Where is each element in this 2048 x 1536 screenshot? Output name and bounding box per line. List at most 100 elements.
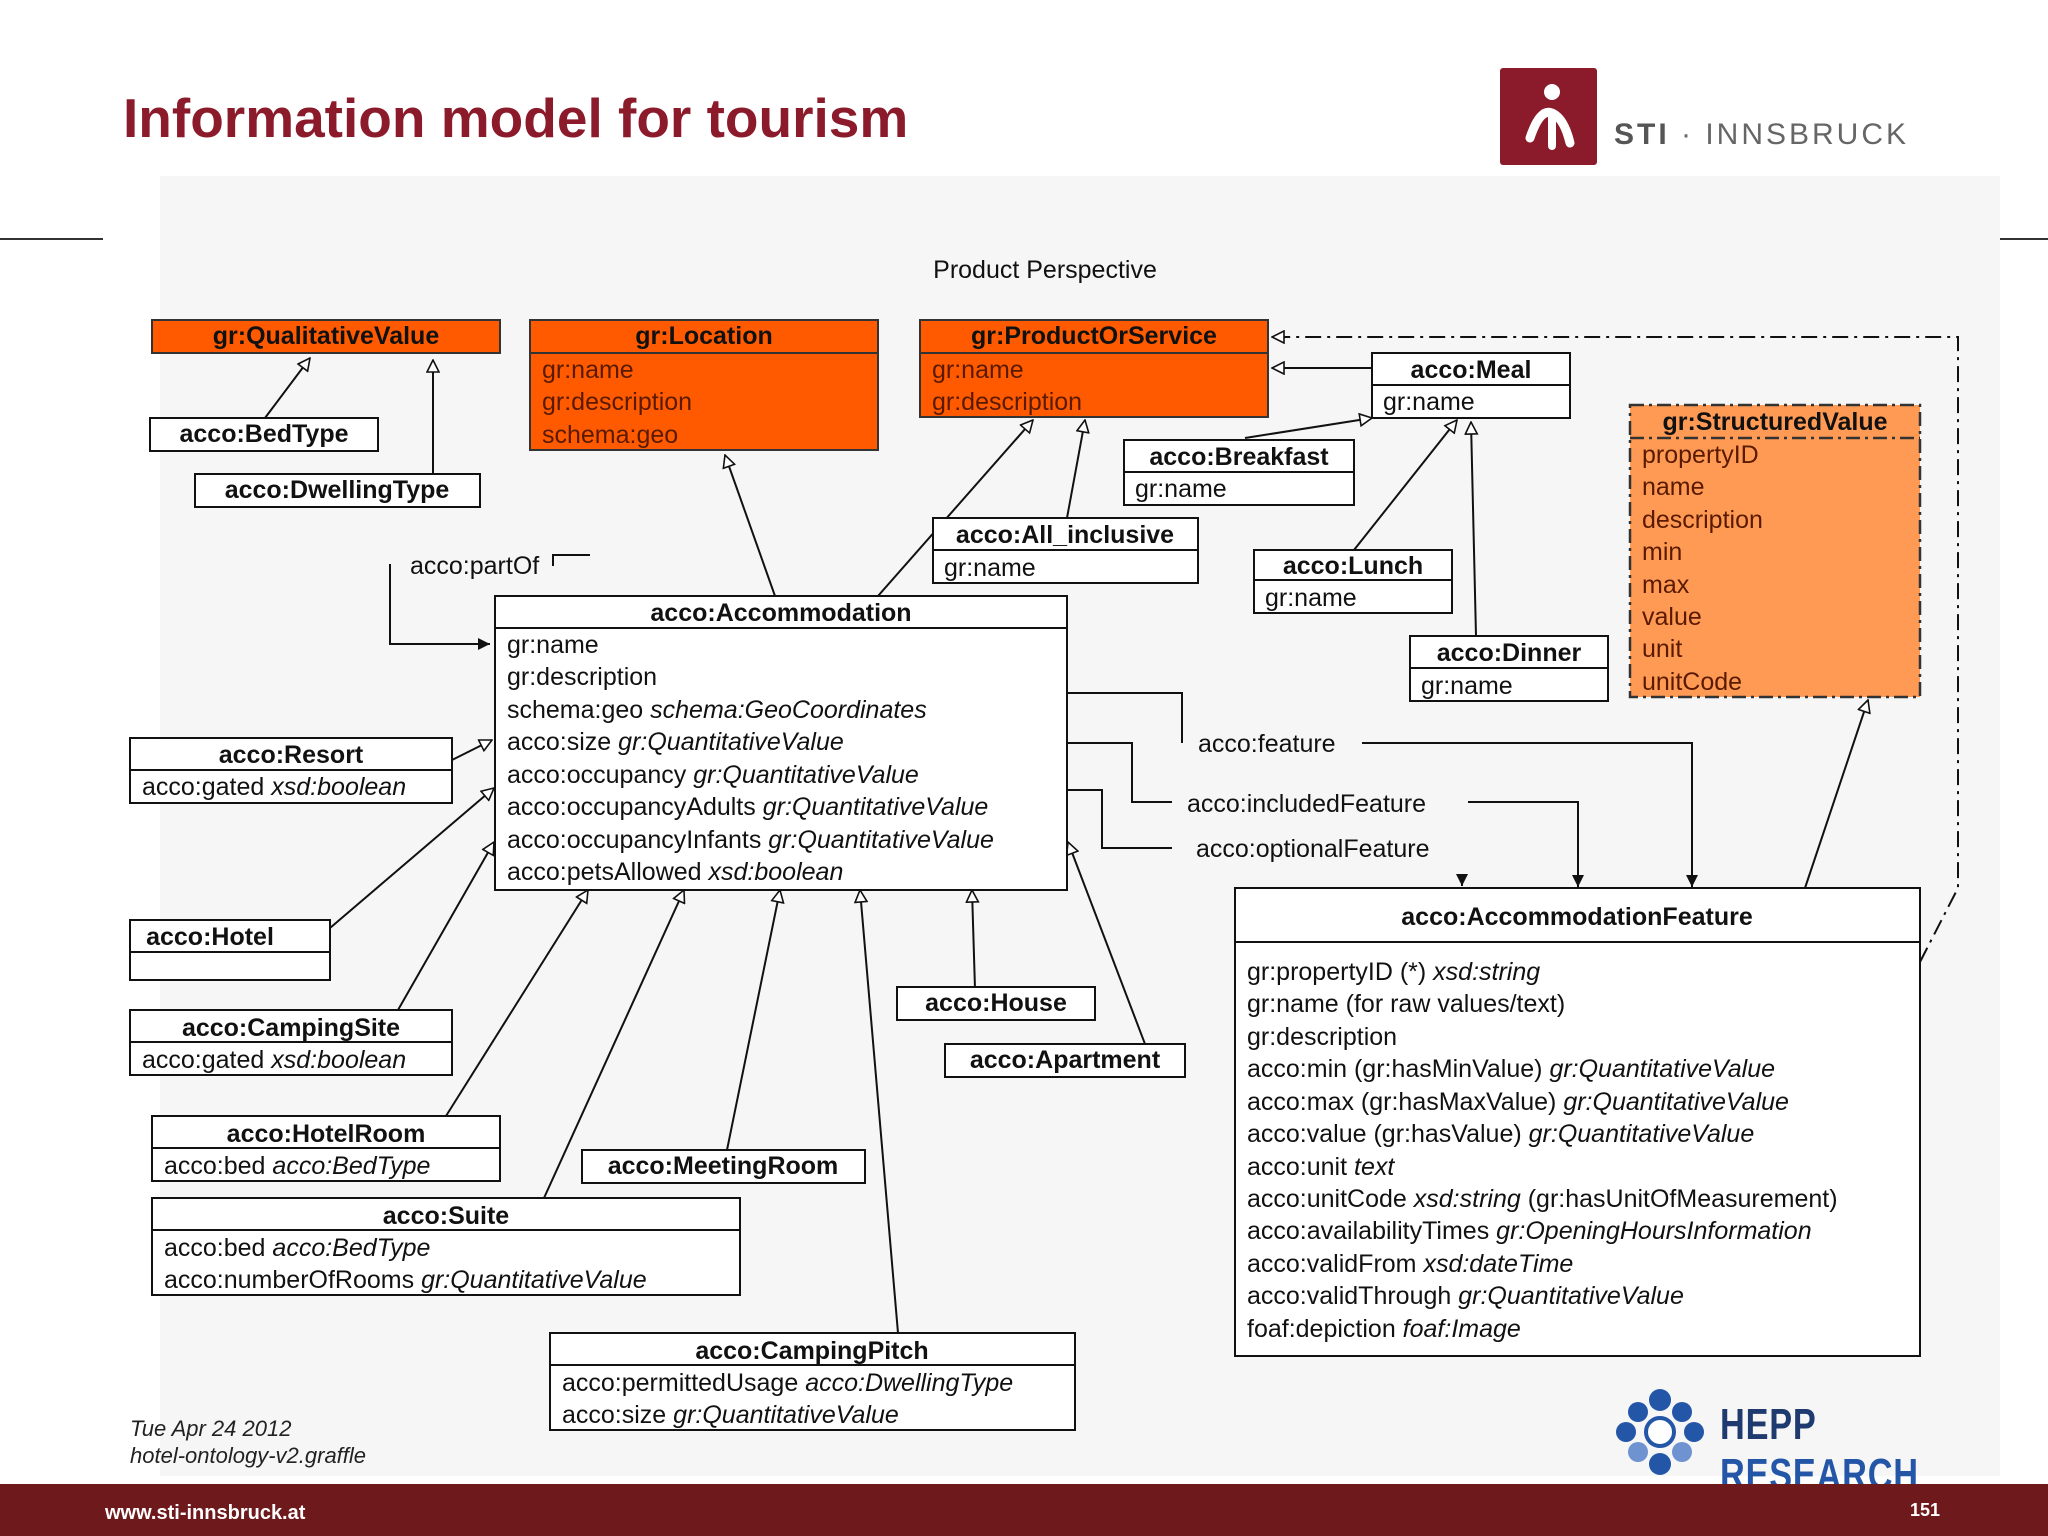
svg-text:acco:Suite: acco:Suite: [383, 1202, 510, 1230]
class-hotel: acco:Hotel: [129, 919, 331, 981]
partof-loop-right: [552, 554, 590, 566]
class-breakfast: acco:Breakfast gr:name: [1123, 439, 1355, 506]
svg-text:min: min: [1642, 538, 1682, 566]
svg-text:acco:unitCode xsd:string (gr:h: acco:unitCode xsd:string (gr:hasUnitOfMe…: [1247, 1185, 1838, 1213]
perspective-heading: Product Perspective: [933, 256, 1157, 284]
svg-text:gr:name: gr:name: [1421, 672, 1513, 700]
class-structured-value: gr:StructuredValue propertyID name descr…: [1628, 403, 1922, 699]
svg-text:schema:geo schema:GeoCoordinat: schema:geo schema:GeoCoordinates: [507, 696, 927, 724]
svg-text:acco:validThrough gr:Quantitat: acco:validThrough gr:QuantitativeValue: [1247, 1282, 1684, 1310]
svg-text:acco:HotelRoom: acco:HotelRoom: [227, 1120, 426, 1148]
svg-text:foaf:depiction foaf:Image: foaf:depiction foaf:Image: [1247, 1315, 1521, 1343]
svg-text:gr:name: gr:name: [1383, 388, 1475, 416]
svg-text:gr:name: gr:name: [944, 554, 1036, 582]
page-number: 151: [1910, 1500, 1941, 1520]
svg-text:gr:description: gr:description: [542, 388, 692, 416]
class-location: gr:Location gr:name gr:description schem…: [529, 319, 879, 451]
svg-text:acco:CampingPitch: acco:CampingPitch: [695, 1337, 928, 1365]
svg-text:gr:StructuredValue: gr:StructuredValue: [1662, 408, 1887, 436]
svg-text:acco:Apartment: acco:Apartment: [970, 1046, 1161, 1074]
svg-text:acco:bed acco:BedType: acco:bed acco:BedType: [164, 1234, 430, 1262]
class-house: acco:House: [896, 986, 1096, 1021]
svg-text:acco:bed acco:BedType: acco:bed acco:BedType: [164, 1152, 430, 1180]
accommodation-to-product-arrow: [877, 420, 1033, 597]
svg-text:acco:petsAllowed xsd:boolean: acco:petsAllowed xsd:boolean: [507, 858, 843, 886]
sti-logo-text: STI · INNSBRUCK: [1614, 118, 1910, 151]
svg-text:gr:Location: gr:Location: [635, 322, 773, 350]
class-camping-pitch: acco:CampingPitch acco:permittedUsage ac…: [549, 1332, 1076, 1431]
partof-label: acco:partOf: [410, 552, 539, 580]
svg-text:acco:validFrom xsd:dateTime: acco:validFrom xsd:dateTime: [1247, 1250, 1573, 1278]
campingpitch-to-accommodation-arrow: [860, 890, 899, 1334]
class-product-or-service: gr:ProductOrService gr:name gr:descripti…: [919, 319, 1269, 418]
hepp-research-logo-icon: [1616, 1389, 1704, 1475]
svg-text:acco:min (gr:hasMinValue) gr:Q: acco:min (gr:hasMinValue) gr:Quantitativ…: [1247, 1055, 1775, 1083]
left-divider: [0, 238, 103, 240]
svg-text:acco:Breakfast: acco:Breakfast: [1149, 443, 1329, 471]
svg-text:gr:name: gr:name: [507, 631, 599, 659]
feature-assoc-line-a: [1067, 692, 1183, 743]
svg-text:gr:name: gr:name: [932, 356, 1024, 384]
optional-assoc-line-a: [1067, 789, 1172, 849]
svg-text:acco:unit text: acco:unit text: [1247, 1153, 1395, 1181]
class-apartment: acco:Apartment: [944, 1043, 1186, 1078]
meetingroom-to-accommodation-arrow: [726, 890, 780, 1151]
svg-text:acco:availabilityTimes gr:Open: acco:availabilityTimes gr:OpeningHoursIn…: [1247, 1217, 1812, 1245]
class-meal: acco:Meal gr:name: [1371, 352, 1571, 419]
relation-lines: [264, 337, 1959, 1334]
svg-text:value: value: [1642, 603, 1702, 631]
class-camping-site: acco:CampingSite acco:gated xsd:boolean: [129, 1009, 453, 1076]
svg-text:acco:occupancyAdults gr:Quanti: acco:occupancyAdults gr:QuantitativeValu…: [507, 793, 988, 821]
class-accommodation: acco:Accommodation gr:name gr:descriptio…: [494, 595, 1068, 891]
class-accommodation-feature: acco:AccommodationFeature gr:propertyID …: [1234, 887, 1921, 1357]
svg-text:gr:ProductOrService: gr:ProductOrService: [971, 322, 1217, 350]
svg-text:acco:Meal: acco:Meal: [1411, 356, 1532, 384]
svg-text:acco:Dinner: acco:Dinner: [1437, 639, 1582, 667]
dinner-to-meal-arrow: [1471, 422, 1476, 637]
svg-text:acco:numberOfRooms gr:Quantita: acco:numberOfRooms gr:QuantitativeValue: [164, 1266, 647, 1294]
svg-text:gr:name: gr:name: [1265, 584, 1357, 612]
svg-text:acco:BedType: acco:BedType: [179, 420, 348, 448]
class-dwelling-type: acco:DwellingType: [194, 473, 481, 508]
class-lunch: acco:Lunch gr:name: [1253, 549, 1453, 614]
class-qualitative-value: gr:QualitativeValue: [151, 319, 501, 354]
right-divider: [1980, 238, 2048, 240]
uml-diagram: Product Perspective acco:partOf acco:fe: [129, 256, 1959, 1475]
hotel-to-accommodation-arrow: [329, 788, 494, 929]
included-feature-label: acco:includedFeature: [1187, 790, 1426, 818]
partof-loop-arrow: [389, 564, 490, 650]
svg-text:acco:Lunch: acco:Lunch: [1283, 552, 1423, 580]
svg-text:acco:occupancy gr:Quantitative: acco:occupancy gr:QuantitativeValue: [507, 761, 919, 789]
svg-text:acco:max (gr:hasMaxValue) gr:Q: acco:max (gr:hasMaxValue) gr:Quantitativ…: [1247, 1088, 1789, 1116]
svg-text:propertyID: propertyID: [1642, 441, 1759, 469]
svg-text:gr:name (for raw values/text): gr:name (for raw values/text): [1247, 990, 1565, 1018]
footer-url[interactable]: www.sti-innsbruck.at: [105, 1502, 306, 1524]
svg-text:acco:gated xsd:boolean: acco:gated xsd:boolean: [142, 1046, 406, 1074]
suite-to-accommodation-arrow: [543, 890, 684, 1199]
slide-title: Information model for tourism: [123, 87, 909, 149]
svg-text:acco:CampingSite: acco:CampingSite: [182, 1014, 400, 1042]
svg-text:acco:occupancyInfants gr:Quant: acco:occupancyInfants gr:QuantitativeVal…: [507, 826, 994, 854]
apartment-to-accommodation-arrow: [1068, 842, 1146, 1045]
svg-text:acco:Accommodation: acco:Accommodation: [650, 599, 911, 627]
diagram-file-note: hotel-ontology-v2.graffle: [130, 1443, 367, 1468]
breakfast-to-meal-arrow: [1244, 418, 1372, 439]
svg-text:acco:Resort: acco:Resort: [219, 741, 364, 769]
svg-text:acco:DwellingType: acco:DwellingType: [225, 476, 450, 504]
class-meeting-room: acco:MeetingRoom: [581, 1149, 866, 1184]
allinclusive-to-product-arrow: [1066, 420, 1085, 519]
class-resort: acco:Resort acco:gated xsd:boolean: [129, 737, 453, 804]
svg-text:acco:gated xsd:boolean: acco:gated xsd:boolean: [142, 773, 406, 801]
svg-text:unitCode: unitCode: [1642, 668, 1742, 696]
svg-text:unit: unit: [1642, 635, 1682, 663]
svg-text:acco:Hotel: acco:Hotel: [146, 923, 274, 951]
resort-to-accommodation-arrow: [451, 739, 492, 761]
class-dinner: acco:Dinner gr:name: [1409, 635, 1609, 702]
svg-text:gr:description: gr:description: [507, 663, 657, 691]
svg-text:acco:AccommodationFeature: acco:AccommodationFeature: [1401, 903, 1753, 931]
svg-text:description: description: [1642, 506, 1763, 534]
sti-logo-icon: [1500, 68, 1597, 165]
svg-text:acco:size gr:QuantitativeValue: acco:size gr:QuantitativeValue: [507, 728, 844, 756]
accommodation-to-location-arrow: [725, 455, 776, 597]
lunch-to-meal-arrow: [1353, 420, 1457, 551]
